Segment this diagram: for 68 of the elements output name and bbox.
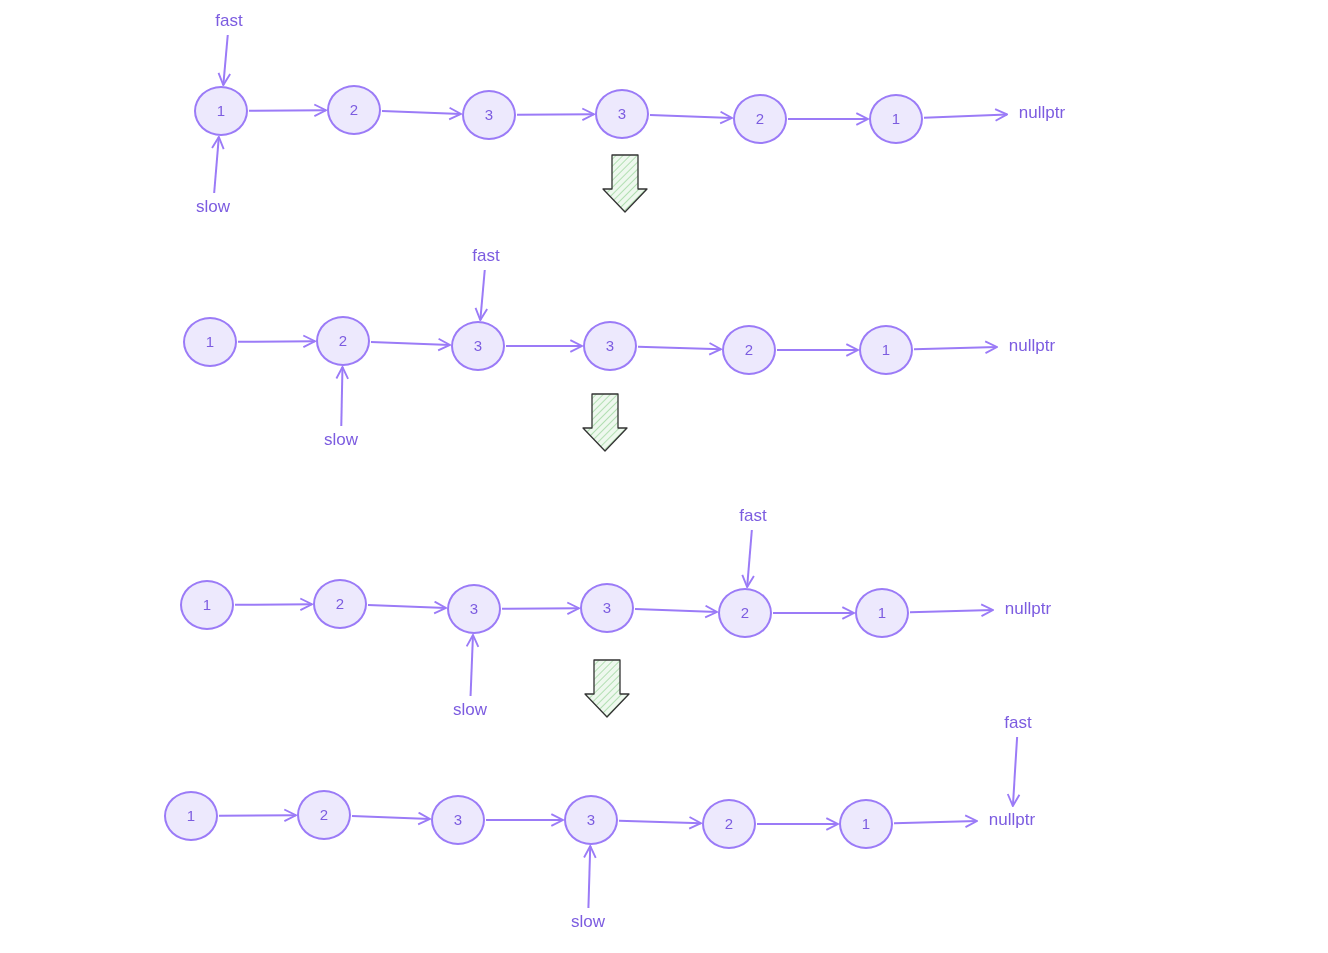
arrow bbox=[1006, 736, 1021, 807]
list-node-circle: 2 bbox=[702, 799, 756, 849]
list-node-circle: 3 bbox=[580, 583, 634, 633]
arrow bbox=[776, 343, 859, 357]
list-node-circle: 1 bbox=[839, 799, 893, 849]
arrow bbox=[381, 106, 462, 121]
pointer-label: slow bbox=[437, 698, 503, 722]
pointer-label: slow bbox=[555, 910, 621, 934]
arrow bbox=[501, 601, 580, 616]
arrow bbox=[741, 529, 755, 589]
pointer-label: nullptr bbox=[995, 597, 1061, 621]
list-node-circle: 3 bbox=[451, 321, 505, 371]
arrow bbox=[637, 342, 722, 356]
list-node-circle: 2 bbox=[718, 588, 772, 638]
arrow bbox=[756, 817, 839, 831]
list-node-circle: 2 bbox=[722, 325, 776, 375]
arrow bbox=[465, 634, 480, 697]
list-node-circle: 3 bbox=[595, 89, 649, 139]
arrow bbox=[505, 339, 583, 353]
list-node-circle: 3 bbox=[462, 90, 516, 140]
list-node-circle: 2 bbox=[297, 790, 351, 840]
pointer-label: slow bbox=[180, 195, 246, 219]
arrow bbox=[474, 269, 489, 322]
list-node-circle: 1 bbox=[859, 325, 913, 375]
arrow bbox=[634, 604, 718, 619]
arrow bbox=[367, 600, 447, 615]
pointer-label: fast bbox=[985, 711, 1051, 735]
arrow bbox=[922, 108, 1008, 122]
arrow bbox=[217, 34, 232, 87]
list-node-circle: 3 bbox=[447, 584, 501, 634]
pointer-label: nullptr bbox=[1009, 101, 1075, 125]
arrow bbox=[913, 340, 998, 355]
arrow bbox=[787, 112, 869, 126]
arrow bbox=[335, 366, 349, 427]
pointer-label: slow bbox=[308, 428, 374, 452]
pointer-label: fast bbox=[196, 9, 262, 33]
arrow bbox=[237, 334, 316, 349]
arrow bbox=[351, 811, 431, 826]
pointer-label: fast bbox=[720, 504, 786, 528]
arrow bbox=[370, 337, 451, 352]
arrow bbox=[516, 107, 595, 122]
arrow bbox=[211, 135, 225, 194]
arrow bbox=[218, 808, 297, 823]
list-node-circle: 1 bbox=[869, 94, 923, 144]
list-node-circle: 3 bbox=[564, 795, 618, 845]
list-node-circle: 2 bbox=[733, 94, 787, 144]
arrow bbox=[248, 103, 327, 118]
list-node-circle: 3 bbox=[583, 321, 637, 371]
pointer-label: nullptr bbox=[979, 808, 1045, 832]
list-node-circle: 2 bbox=[316, 316, 370, 366]
arrow bbox=[909, 603, 994, 618]
arrow bbox=[893, 814, 978, 829]
arrow bbox=[234, 597, 313, 612]
arrow bbox=[649, 110, 733, 125]
list-node-circle: 1 bbox=[183, 317, 237, 367]
pointer-label: fast bbox=[453, 244, 519, 268]
list-node-circle: 3 bbox=[431, 795, 485, 845]
arrow bbox=[485, 813, 564, 827]
list-node-circle: 1 bbox=[164, 791, 218, 841]
arrow bbox=[772, 606, 855, 620]
list-node-circle: 1 bbox=[194, 86, 248, 136]
list-node-circle: 1 bbox=[180, 580, 234, 630]
arrow bbox=[618, 816, 702, 830]
pointer-label: nullptr bbox=[999, 334, 1065, 358]
list-node-circle: 2 bbox=[313, 579, 367, 629]
list-node-circle: 1 bbox=[855, 588, 909, 638]
list-node-circle: 2 bbox=[327, 85, 381, 135]
arrow bbox=[583, 845, 597, 909]
